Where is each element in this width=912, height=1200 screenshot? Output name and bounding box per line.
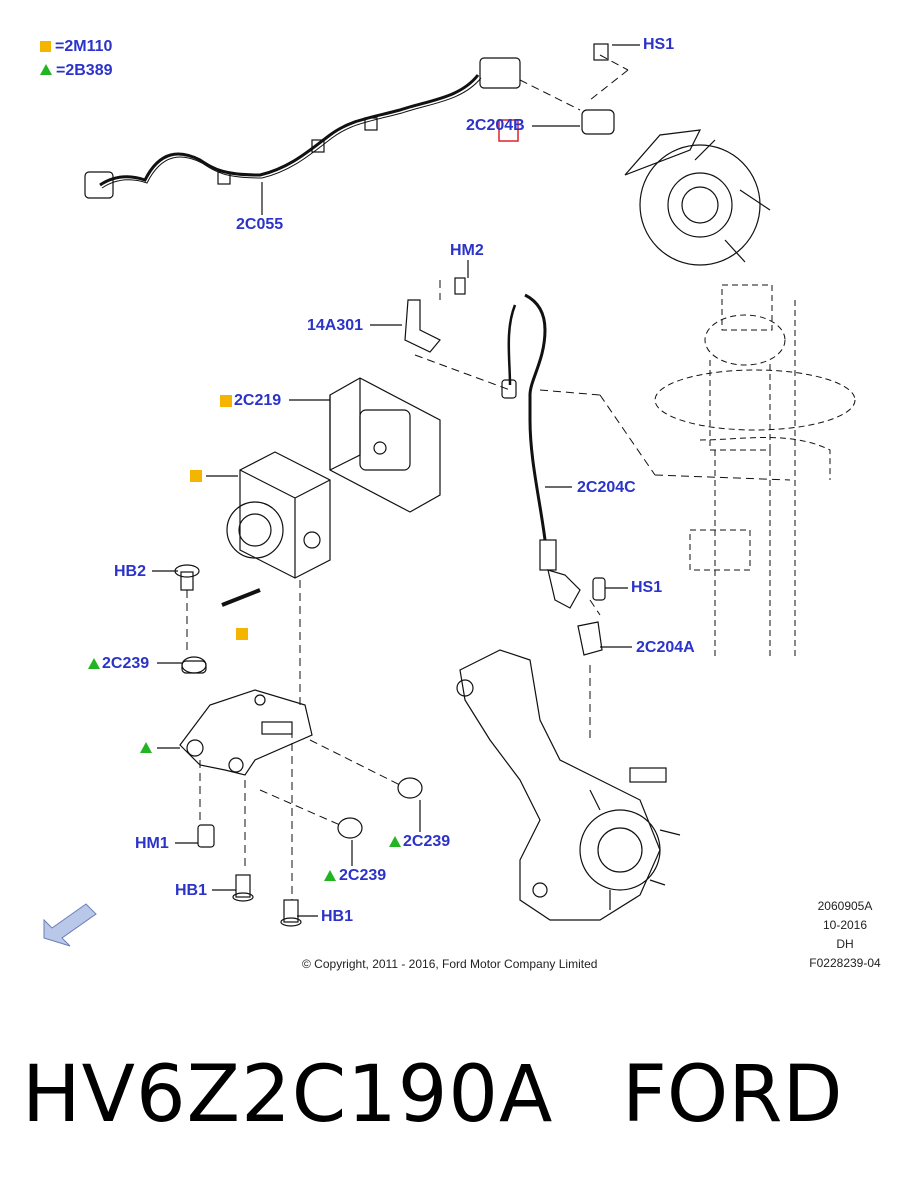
triangle-marker [88,658,100,669]
copyright-notice: © Copyright, 2011 - 2016, Ford Motor Com… [302,957,598,971]
square-marker [190,470,202,482]
square-marker [236,628,248,640]
callout-2c219[interactable]: 2C219 [234,392,282,409]
highlight-box [498,119,519,142]
callout-hm1[interactable]: HM1 [135,835,169,852]
callout-2c204b[interactable]: 2C204B [466,117,525,134]
callout-2c239-left[interactable]: 2C239 [102,655,150,672]
callout-hb1-left[interactable]: HB1 [175,882,208,899]
illustration-number: 2060905A [817,899,873,913]
direction-arrow-icon [43,903,97,947]
brand-name: FORD [622,1050,843,1140]
callout-hb2[interactable]: HB2 [114,563,147,580]
square-marker-icon [40,41,51,52]
callout-hs1-top[interactable]: HS1 [643,36,675,53]
part-number: HV6Z2C190A [22,1050,554,1140]
figure-number: F0228239-04 [809,956,881,970]
illustration-date: 10-2016 [822,918,868,932]
illustration-initials: DH [836,937,854,951]
square-marker [220,395,232,407]
callout-2c239-mid[interactable]: 2C239 [339,867,387,884]
callout-2c204c[interactable]: 2C204C [577,479,636,496]
legend-square: =2M110 [40,38,112,56]
callout-2c204a[interactable]: 2C204A [636,639,695,656]
legend-triangle: =2B389 [40,62,113,80]
callout-2c055[interactable]: 2C055 [236,216,284,233]
triangle-marker-icon [40,64,52,75]
callout-14a301[interactable]: 14A301 [307,317,364,334]
triangle-marker [389,836,401,847]
callout-hs1-mid[interactable]: HS1 [631,579,663,596]
triangle-marker [324,870,336,881]
callout-hm2[interactable]: HM2 [450,242,484,259]
callout-hb1-right[interactable]: HB1 [321,908,354,925]
illustration-meta: 2060905A 10-2016 DH F0228239-04 [800,897,890,973]
triangle-marker [140,742,152,753]
callout-2c239-right[interactable]: 2C239 [403,833,451,850]
parts-diagram [43,43,856,947]
